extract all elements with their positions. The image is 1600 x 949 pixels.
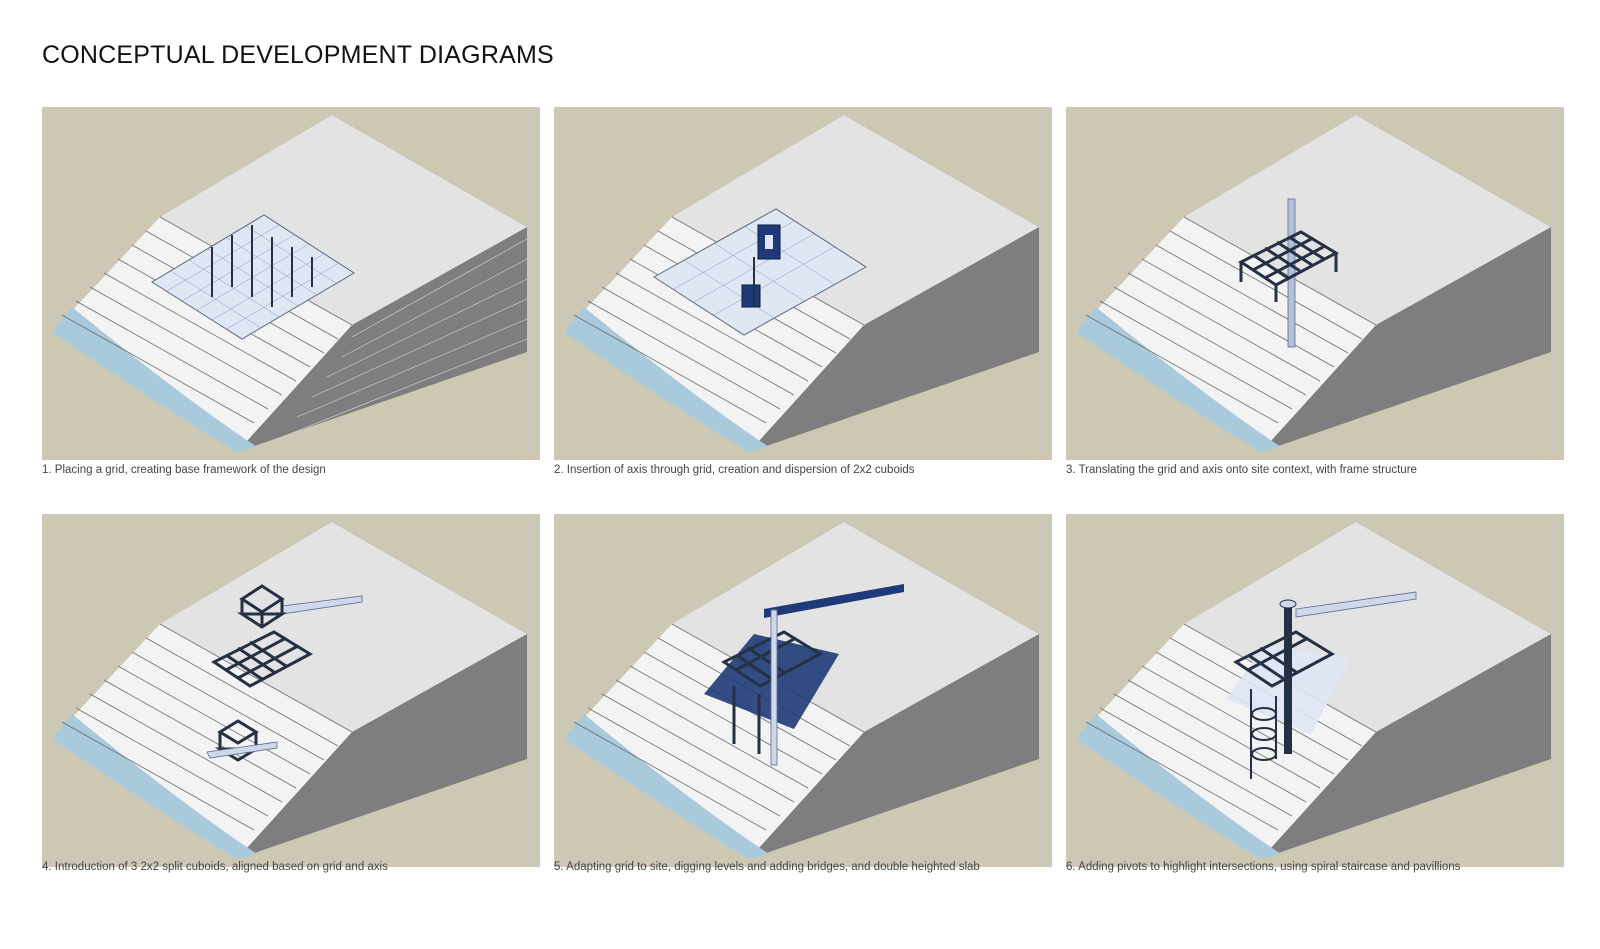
pivot-column [1279,599,1297,754]
diagram-4 [52,522,527,859]
cuboid-top [236,584,288,629]
caption-3: 3. Translating the grid and axis onto si… [1066,464,1417,476]
diagram-panel-2 [554,107,1052,460]
diagram-panel-6 [1066,514,1564,867]
diagram-3 [1076,115,1551,452]
caption-6: 6. Adding pivots to highlight intersecti… [1066,861,1461,873]
terrain [52,522,527,859]
page-title: CONCEPTUAL DEVELOPMENT DIAGRAMS [42,41,554,69]
diagram-2 [564,115,1039,452]
diagram-1 [52,115,528,452]
frame-grid [721,630,824,754]
cuboid-lower [741,284,761,308]
frame-grid [211,630,314,688]
terrain [1076,115,1551,452]
caption-4: 4. Introduction of 3 2x2 split cuboids, … [42,861,388,873]
axis-column [1287,198,1296,348]
caption-2: 2. Insertion of axis through grid, creat… [554,464,915,476]
caption-5: 5. Adapting grid to site, digging levels… [554,861,980,873]
diagram-panel-5 [554,514,1052,867]
caption-1: 1. Placing a grid, creating base framewo… [42,464,326,476]
lower-bridge [206,741,278,759]
diagram-5 [564,522,1039,859]
spiral-staircase [1250,689,1277,779]
diagram-panel-1 [42,107,540,460]
diagram-6 [1076,522,1551,859]
diagram-panel-4 [42,514,540,867]
cuboid-upper [757,224,781,260]
frame-grid [1237,230,1340,302]
axis-column [770,609,778,766]
axis-columns [211,225,313,307]
diagram-panel-3 [1066,107,1564,460]
bridge [1295,591,1417,618]
bridge [764,584,904,618]
